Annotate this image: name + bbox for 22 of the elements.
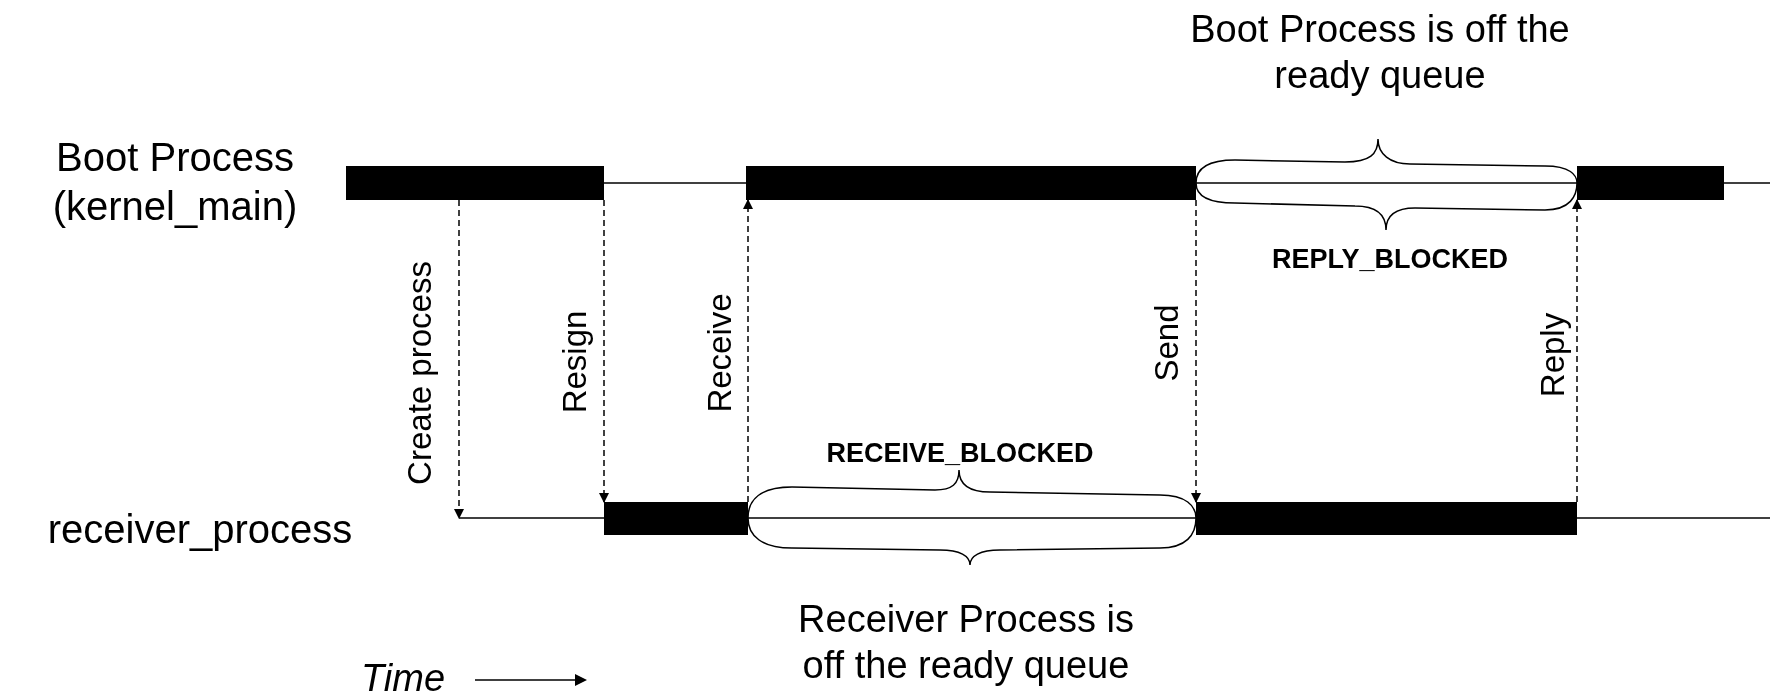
arrow	[1572, 199, 1582, 503]
process-name: Boot Process (kernel_main)	[15, 133, 335, 231]
annotation-text: Receiver Process is off the ready queue	[797, 597, 1135, 689]
execution-bar	[346, 166, 604, 200]
arrow	[1191, 199, 1201, 503]
axis-label: Time	[359, 656, 447, 697]
edge-label: Receive	[701, 293, 739, 413]
state-label: REPLY_BLOCKED	[1270, 243, 1510, 276]
arrow	[599, 199, 609, 503]
execution-bar	[746, 166, 1196, 200]
state-label: RECEIVE_BLOCKED	[825, 437, 1095, 470]
edge-label: Create process	[401, 261, 439, 485]
process-name: receiver_process	[0, 505, 400, 554]
annotation-text: Boot Process is off the ready queue	[1190, 7, 1570, 99]
edge-label: Reply	[1534, 312, 1572, 398]
execution-bar	[1196, 502, 1577, 535]
execution-bar	[1577, 166, 1724, 200]
edge-label: Resign	[556, 310, 594, 414]
edge-label: Send	[1148, 304, 1186, 382]
arrow	[454, 199, 464, 519]
execution-bar	[604, 502, 748, 535]
arrow	[743, 199, 753, 503]
